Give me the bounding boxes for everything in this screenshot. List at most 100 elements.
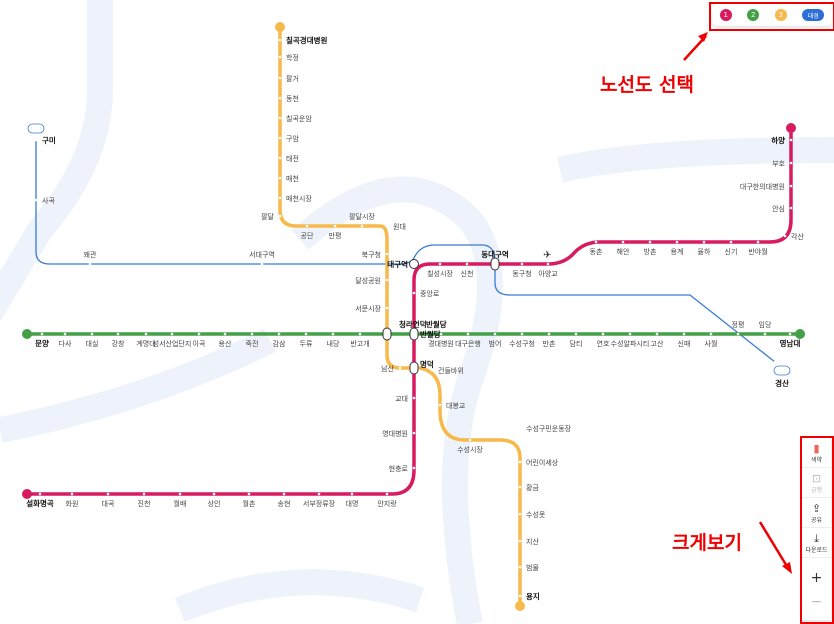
colorblind-button[interactable]: ▮색약: [802, 438, 831, 468]
station-고산[interactable]: 고산: [651, 332, 664, 348]
station-설화명곡[interactable]: 설화명곡: [26, 492, 54, 508]
station-화원[interactable]: 화원: [66, 492, 79, 508]
station-칠성시장[interactable]: 칠성시장: [427, 262, 453, 278]
station-정평[interactable]: 정평: [732, 320, 745, 336]
station-대곡[interactable]: 대곡: [102, 492, 115, 508]
station-수성구민운동장[interactable]: 수성구민운동장: [518, 424, 572, 433]
station-부호[interactable]: 부호: [772, 160, 793, 168]
station-서대구역[interactable]: 서대구역: [249, 250, 275, 266]
express-button[interactable]: ⊡급행: [802, 468, 831, 498]
share-button[interactable]: ⇪공유: [802, 498, 831, 528]
station-하양[interactable]: 하양: [771, 135, 793, 145]
station-북구청[interactable]: 북구청: [362, 251, 389, 259]
station-청라언덕[interactable]: 청라언덕: [399, 319, 427, 329]
station-안심[interactable]: 안심: [772, 204, 793, 213]
station-담티[interactable]: 담티: [570, 332, 583, 348]
station-범물[interactable]: 범물: [518, 563, 540, 572]
station-지산[interactable]: 지산: [518, 537, 540, 546]
station-대명[interactable]: 대명: [346, 492, 359, 508]
station-연호[interactable]: 연호: [597, 332, 610, 348]
zoom-out-button[interactable]: −: [810, 594, 823, 610]
station-공단[interactable]: 공단: [301, 224, 314, 240]
station-왜관[interactable]: 왜관: [84, 250, 97, 266]
daegyeong-line-button[interactable]: 대경: [802, 9, 825, 21]
transfer-stations[interactable]: [382, 257, 500, 375]
station-팔달시장[interactable]: 팔달시장: [349, 212, 375, 228]
station-범어[interactable]: 범어: [489, 332, 502, 348]
station-성서산업단지[interactable]: 성서산업단지: [153, 332, 192, 348]
station-칠곡운암[interactable]: 칠곡운암: [278, 114, 313, 123]
zoom-in-button[interactable]: +: [810, 570, 823, 586]
station-현충로[interactable]: 현충로: [389, 464, 416, 473]
station-대실[interactable]: 대실: [86, 332, 99, 348]
station-송현[interactable]: 송현: [278, 492, 291, 508]
station-경산[interactable]: 경산: [773, 360, 789, 388]
station-동구청[interactable]: 동구청: [512, 262, 532, 278]
station-안지랑[interactable]: 안지랑: [377, 492, 397, 508]
station-중앙로[interactable]: 중앙로: [412, 290, 440, 298]
station-대봉교[interactable]: 대봉교: [438, 402, 466, 410]
station-용계[interactable]: 용계: [671, 240, 684, 256]
station-다사[interactable]: 다사: [59, 332, 72, 348]
station-감삼[interactable]: 감삼: [273, 332, 286, 348]
station-각산[interactable]: 각산: [783, 232, 805, 241]
station-남산[interactable]: 남산: [381, 364, 402, 373]
station-신천[interactable]: 신천: [461, 262, 474, 278]
line-3-button[interactable]: 3: [774, 9, 787, 21]
station-반야월[interactable]: 반야월: [748, 240, 768, 256]
station-용산[interactable]: 용산: [219, 332, 232, 348]
station-신매[interactable]: 신매: [678, 332, 691, 348]
station-이곡[interactable]: 이곡: [193, 332, 206, 348]
station-경대병원[interactable]: 경대병원: [428, 332, 454, 348]
station-어린이세상[interactable]: 어린이세상: [518, 458, 559, 467]
station-학정[interactable]: 학정: [278, 53, 299, 62]
station-상인[interactable]: 상인: [208, 492, 221, 508]
station-아양교[interactable]: 아양교: [538, 262, 558, 278]
station-죽전[interactable]: 죽전: [246, 332, 259, 348]
station-건들바위[interactable]: 건들바위: [430, 366, 464, 375]
station-수성못[interactable]: 수성못: [518, 510, 546, 519]
station-임당[interactable]: 임당: [759, 320, 772, 336]
station-구암[interactable]: 구암: [278, 135, 300, 143]
station-동천[interactable]: 동천: [278, 94, 299, 103]
station-수성알파시티[interactable]: 수성알파시티: [611, 332, 650, 348]
station-율하[interactable]: 율하: [698, 240, 711, 256]
station-사곡[interactable]: 사곡: [34, 196, 56, 205]
station-문양[interactable]: 문양: [35, 332, 49, 348]
station-신기[interactable]: 신기: [725, 240, 738, 256]
station-수성구청[interactable]: 수성구청: [509, 332, 535, 348]
station-방촌[interactable]: 방촌: [644, 240, 657, 256]
station-강창[interactable]: 강창: [112, 332, 125, 348]
station-구미[interactable]: 구미: [34, 135, 56, 145]
station-서문시장[interactable]: 서문시장: [355, 304, 389, 313]
download-button[interactable]: ⤓다운로드: [802, 528, 831, 558]
station-태전[interactable]: 태전: [278, 154, 299, 163]
station-월배[interactable]: 월배: [174, 492, 187, 508]
station-반월당[interactable]: 반월당: [426, 319, 447, 329]
line-1-button[interactable]: 1: [719, 9, 732, 21]
station-용지[interactable]: 용지: [518, 591, 540, 601]
station-매천[interactable]: 매천: [278, 174, 299, 183]
station-두류[interactable]: 두류: [300, 332, 313, 348]
station-해안[interactable]: 해안: [617, 240, 630, 256]
station-수성시장[interactable]: 수성시장: [457, 438, 483, 454]
station-동촌[interactable]: 동촌: [590, 240, 603, 256]
station-만평[interactable]: 만평: [329, 224, 342, 240]
station-영남대[interactable]: 영남대: [780, 332, 801, 348]
station-서부정류장[interactable]: 서부정류장: [303, 492, 336, 508]
station-계명대[interactable]: 계명대: [136, 332, 156, 348]
station-반고개[interactable]: 반고개: [350, 332, 370, 348]
station-만촌[interactable]: 만촌: [543, 332, 556, 348]
station-원대[interactable]: 원대: [385, 222, 406, 231]
station-영대병원[interactable]: 영대병원: [382, 429, 416, 438]
station-칠곡경대병원[interactable]: 칠곡경대병원: [278, 35, 328, 45]
station-사월[interactable]: 사월: [705, 332, 718, 348]
station-월촌[interactable]: 월촌: [243, 492, 256, 508]
line-2-button[interactable]: 2: [747, 9, 760, 21]
station-달성공원[interactable]: 달성공원: [355, 276, 389, 285]
station-내당[interactable]: 내당: [327, 332, 340, 348]
station-황금[interactable]: 황금: [518, 483, 540, 492]
station-대구은행[interactable]: 대구은행: [455, 332, 481, 348]
station-교대[interactable]: 교대: [395, 395, 416, 403]
station-진천[interactable]: 진천: [138, 492, 151, 508]
